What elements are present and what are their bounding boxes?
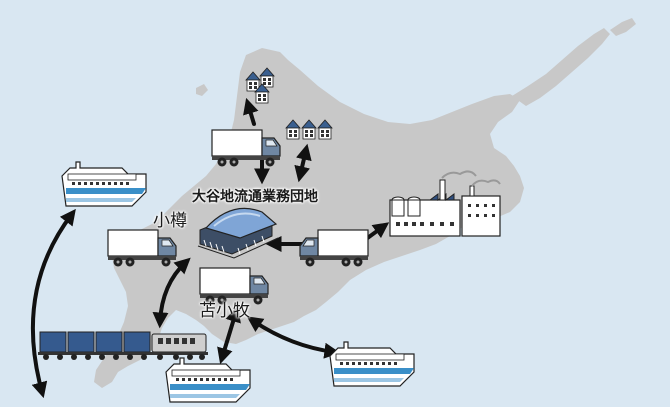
factory-icon	[389, 170, 501, 237]
arrow-rail-hub	[152, 257, 191, 329]
arrow-ferry-west	[30, 208, 76, 399]
label-hub-district: 大谷地流通業務団地	[192, 189, 318, 205]
label-tomakomai: 苫小牧	[199, 301, 250, 321]
arrow-houses-hub	[294, 143, 312, 183]
freight-train-icon	[38, 331, 208, 360]
houses-center-icon	[285, 119, 333, 140]
arrow-tomakomai-east	[246, 316, 341, 359]
arrow-north-houses	[243, 97, 259, 126]
transport-arrows	[30, 97, 390, 399]
arrow-tomakomai-south	[217, 305, 241, 365]
warehouse-hub-icon	[197, 207, 279, 259]
label-otaru: 小樽	[153, 211, 187, 231]
hokkaido-landmass	[94, 18, 636, 388]
